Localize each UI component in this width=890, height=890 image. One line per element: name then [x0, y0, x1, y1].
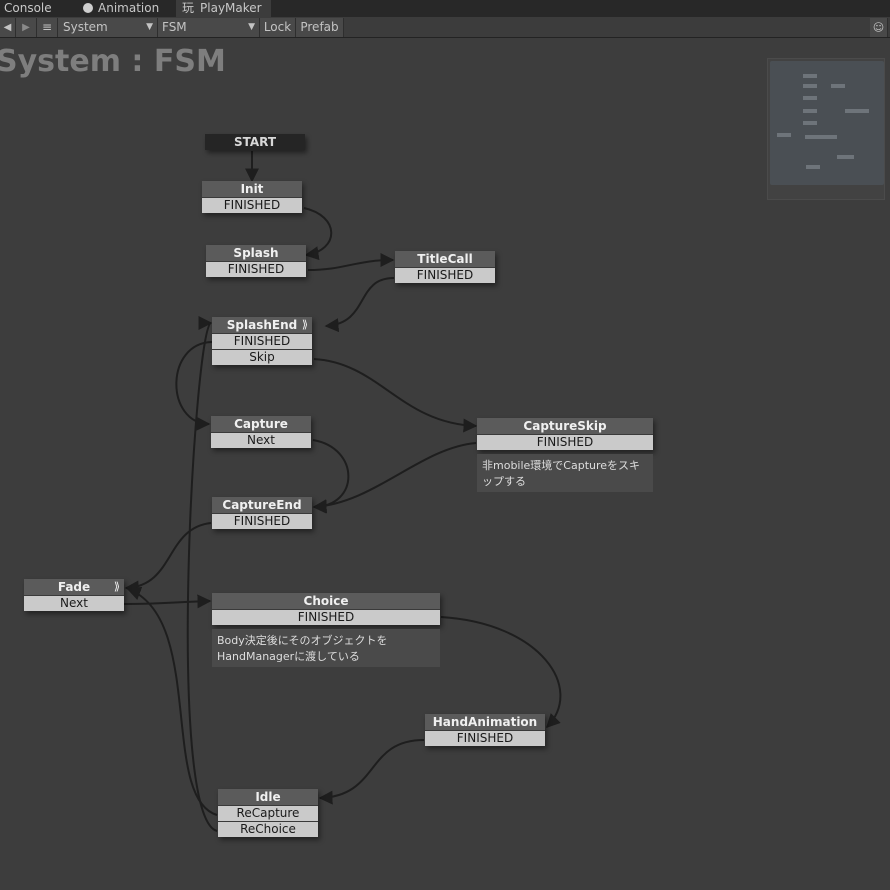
tab-console[interactable]: Console — [0, 0, 64, 17]
minimap-node — [803, 74, 817, 78]
event-finished[interactable]: FINISHED — [212, 609, 440, 625]
event-recapture[interactable]: ReCapture — [218, 805, 318, 821]
state-titlecall-title: TitleCall — [395, 251, 495, 267]
event-next[interactable]: Next — [24, 595, 124, 611]
minimap-viewport — [770, 61, 884, 185]
tab-playmaker-label: PlayMaker — [200, 1, 262, 15]
state-init[interactable]: Init FINISHED — [202, 181, 302, 213]
fsm-title: System : FSM — [0, 44, 226, 79]
state-start[interactable]: START — [205, 134, 305, 150]
fsm-select[interactable]: FSM ▼ — [158, 18, 260, 37]
tab-playmaker[interactable]: 玩 PlayMaker — [176, 0, 271, 17]
minimap-node — [805, 135, 837, 139]
transition-links — [123, 151, 562, 832]
state-titlecall[interactable]: TitleCall FINISHED — [395, 251, 495, 283]
transition-skip-captureskip — [313, 358, 478, 433]
window-settings-icon[interactable]: ☺ — [870, 18, 888, 37]
event-finished[interactable]: FINISHED — [212, 513, 312, 529]
transition-handanimation-idle — [318, 739, 425, 805]
tab-console-label: Console — [4, 1, 52, 15]
transition-choice-handanimation — [440, 616, 562, 729]
minimap-node — [803, 109, 817, 113]
event-finished[interactable]: FINISHED — [212, 333, 312, 349]
minimap-node — [803, 84, 817, 88]
state-handanimation[interactable]: HandAnimation FINISHED — [425, 714, 545, 746]
state-choice[interactable]: Choice FINISHED — [212, 593, 440, 625]
state-splash-title: Splash — [206, 245, 306, 261]
state-choice-title: Choice — [212, 593, 440, 609]
fsm-select-value: FSM — [162, 20, 187, 34]
chevron-down-icon: ▼ — [248, 22, 255, 32]
state-init-title: Init — [202, 181, 302, 197]
minimap-node — [806, 165, 820, 169]
transition-captureskip-captureend — [312, 442, 477, 514]
transition-captureend-fade — [124, 522, 212, 595]
gameobject-select-value: System — [63, 20, 108, 34]
transition-init-splash — [303, 207, 333, 261]
state-captureskip-title: CaptureSkip — [477, 418, 653, 434]
state-fade-header: Fade ⟫ — [24, 579, 124, 595]
state-idle-title: Idle — [218, 789, 318, 805]
transition-idle-rechoice — [186, 316, 218, 832]
fsm-graph-canvas[interactable]: System : FSM — [0, 38, 890, 890]
chevron-down-icon: ▼ — [146, 22, 153, 32]
transition-splashend-capture — [175, 341, 213, 431]
global-transition-icon: ⟫ — [113, 580, 120, 593]
transition-idle-recapture — [126, 586, 218, 816]
minimap-node — [845, 109, 869, 113]
event-finished[interactable]: FINISHED — [202, 197, 302, 213]
window-tab-bar: Console Animation 玩 PlayMaker — [0, 0, 890, 17]
state-splashend-header: SplashEnd ⟫ — [212, 317, 312, 333]
state-splash[interactable]: Splash FINISHED — [206, 245, 306, 277]
event-rechoice[interactable]: ReChoice — [218, 821, 318, 837]
prefab-button[interactable]: Prefab — [296, 18, 344, 37]
lock-button[interactable]: Lock — [260, 18, 296, 37]
transition-splash-titlecall — [307, 253, 395, 271]
minimap-node — [831, 84, 845, 88]
state-fade-title: Fade — [57, 580, 91, 594]
state-fade[interactable]: Fade ⟫ Next — [24, 579, 124, 611]
state-idle[interactable]: Idle ReCapture ReChoice — [218, 789, 318, 837]
minimap-node — [803, 96, 817, 100]
state-captureskip[interactable]: CaptureSkip FINISHED — [477, 418, 653, 450]
state-captureskip-description: 非mobile環境でCaptureをスキップする — [477, 454, 653, 492]
state-splashend-title: SplashEnd — [226, 318, 298, 332]
playmaker-icon: 玩 — [182, 1, 195, 15]
state-capture[interactable]: Capture Next — [211, 416, 311, 448]
graph-minimap[interactable] — [767, 58, 885, 200]
event-skip[interactable]: Skip — [212, 349, 312, 365]
event-finished[interactable]: FINISHED — [206, 261, 306, 277]
event-finished[interactable]: FINISHED — [395, 267, 495, 283]
minimap-node — [777, 133, 791, 137]
global-transition-icon: ⟫ — [301, 318, 308, 331]
minimap-node — [837, 155, 854, 159]
event-finished[interactable]: FINISHED — [477, 434, 653, 450]
playmaker-toolbar: ◀ ▶ ≡ System ▼ FSM ▼ Lock Prefab ☺ — [0, 17, 890, 38]
state-captureend-title: CaptureEnd — [212, 497, 312, 513]
back-arrow-icon[interactable]: ◀ — [0, 18, 16, 37]
state-capture-title: Capture — [211, 416, 311, 432]
state-choice-description: Body決定後にそのオブジェクトをHandManagerに渡している — [212, 629, 440, 667]
event-next[interactable]: Next — [211, 432, 311, 448]
transition-fade-choice — [123, 594, 212, 609]
transition-capture-captureend — [312, 439, 350, 514]
minimap-node — [803, 121, 817, 125]
state-splashend[interactable]: SplashEnd ⟫ FINISHED Skip — [212, 317, 312, 365]
transition-titlecall-splashend — [324, 277, 395, 333]
gameobject-select[interactable]: System ▼ — [58, 18, 158, 37]
state-captureend[interactable]: CaptureEnd FINISHED — [212, 497, 312, 529]
state-start-title: START — [205, 134, 305, 150]
event-finished[interactable]: FINISHED — [425, 730, 545, 746]
tab-animation[interactable]: Animation — [78, 0, 170, 17]
menu-icon[interactable]: ≡ — [37, 18, 58, 37]
state-handanimation-title: HandAnimation — [425, 714, 545, 730]
animation-clock-icon — [83, 3, 93, 13]
tab-animation-label: Animation — [98, 1, 160, 15]
forward-arrow-icon[interactable]: ▶ — [16, 18, 37, 37]
